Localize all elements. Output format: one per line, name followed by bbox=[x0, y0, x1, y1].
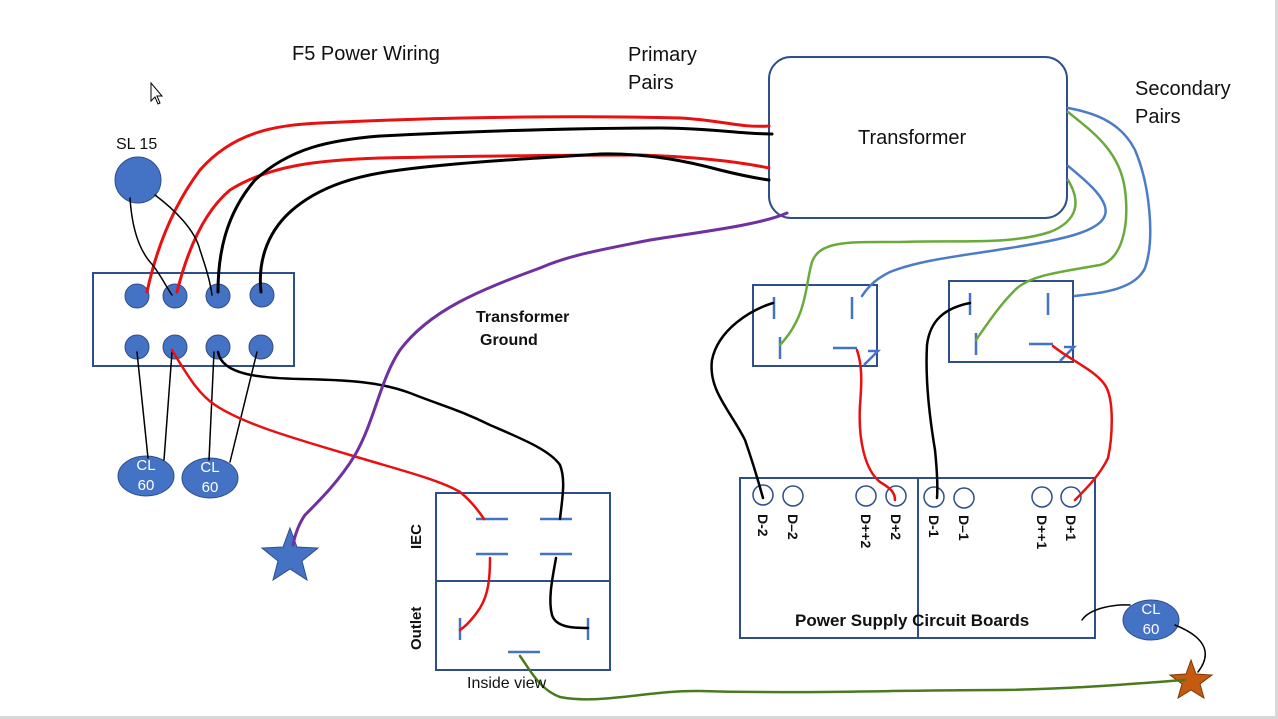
terminal-label: D++1 bbox=[1034, 515, 1050, 550]
secondary-pairs-label: Secondary Pairs bbox=[1135, 78, 1231, 128]
primary-pairs-label: Primary Pairs bbox=[628, 44, 697, 94]
transformer-label: Transformer bbox=[858, 127, 967, 149]
orange-star-icon bbox=[1168, 658, 1214, 700]
red-primary-wire-2 bbox=[175, 153, 771, 294]
blue-star-icon bbox=[260, 526, 320, 582]
sl15-lead-2 bbox=[154, 194, 213, 296]
green-ground-wire bbox=[518, 654, 1187, 701]
window-edge bbox=[0, 716, 1278, 719]
green-secondary-wire-1 bbox=[974, 110, 1128, 342]
terminal-strip-terminals bbox=[124, 282, 275, 360]
inside-view-label: Inside view bbox=[467, 675, 547, 692]
mouse-cursor-icon bbox=[150, 81, 164, 105]
terminal-label: D++2 bbox=[858, 514, 874, 549]
purple-ground-wire bbox=[291, 211, 789, 547]
iec-label: IEC bbox=[408, 523, 425, 549]
blue-secondary-wire-1 bbox=[1066, 106, 1152, 298]
terminal-label: D+2 bbox=[888, 514, 904, 541]
red-primary-wire-1 bbox=[145, 115, 771, 294]
cl60-thermistor-2 bbox=[181, 457, 239, 499]
black-primary-wire-1 bbox=[216, 126, 774, 294]
iec-contacts bbox=[458, 517, 590, 654]
transformer-box bbox=[768, 56, 1068, 219]
sl15-thermistor bbox=[114, 156, 162, 204]
terminal-label: D-2 bbox=[755, 514, 771, 537]
terminal-label: D–1 bbox=[956, 515, 972, 541]
black-primary-wire-2 bbox=[258, 152, 771, 294]
black-iec-wire bbox=[216, 350, 565, 521]
cl60-thermistor-1 bbox=[117, 455, 175, 497]
blue-secondary-wire-2 bbox=[860, 164, 1107, 298]
terminal-label: D–2 bbox=[785, 514, 801, 540]
power-supply-label: Power Supply Circuit Boards bbox=[795, 611, 1030, 630]
terminal-label: D-1 bbox=[926, 515, 942, 538]
outlet-label: Outlet bbox=[408, 606, 425, 650]
red-iec-wire bbox=[170, 348, 486, 521]
cl60-thermistor-3 bbox=[1122, 599, 1180, 641]
sl15-lead-1 bbox=[129, 197, 173, 296]
diagram-title: F5 Power Wiring bbox=[292, 43, 440, 65]
relay-contacts bbox=[772, 293, 1078, 366]
transformer-ground-label: Transformer Ground bbox=[476, 309, 570, 349]
green-secondary-wire-2 bbox=[778, 178, 1077, 347]
terminal-label: D+1 bbox=[1063, 515, 1079, 542]
sl15-label: SL 15 bbox=[116, 136, 158, 153]
window-edge bbox=[1275, 0, 1278, 719]
